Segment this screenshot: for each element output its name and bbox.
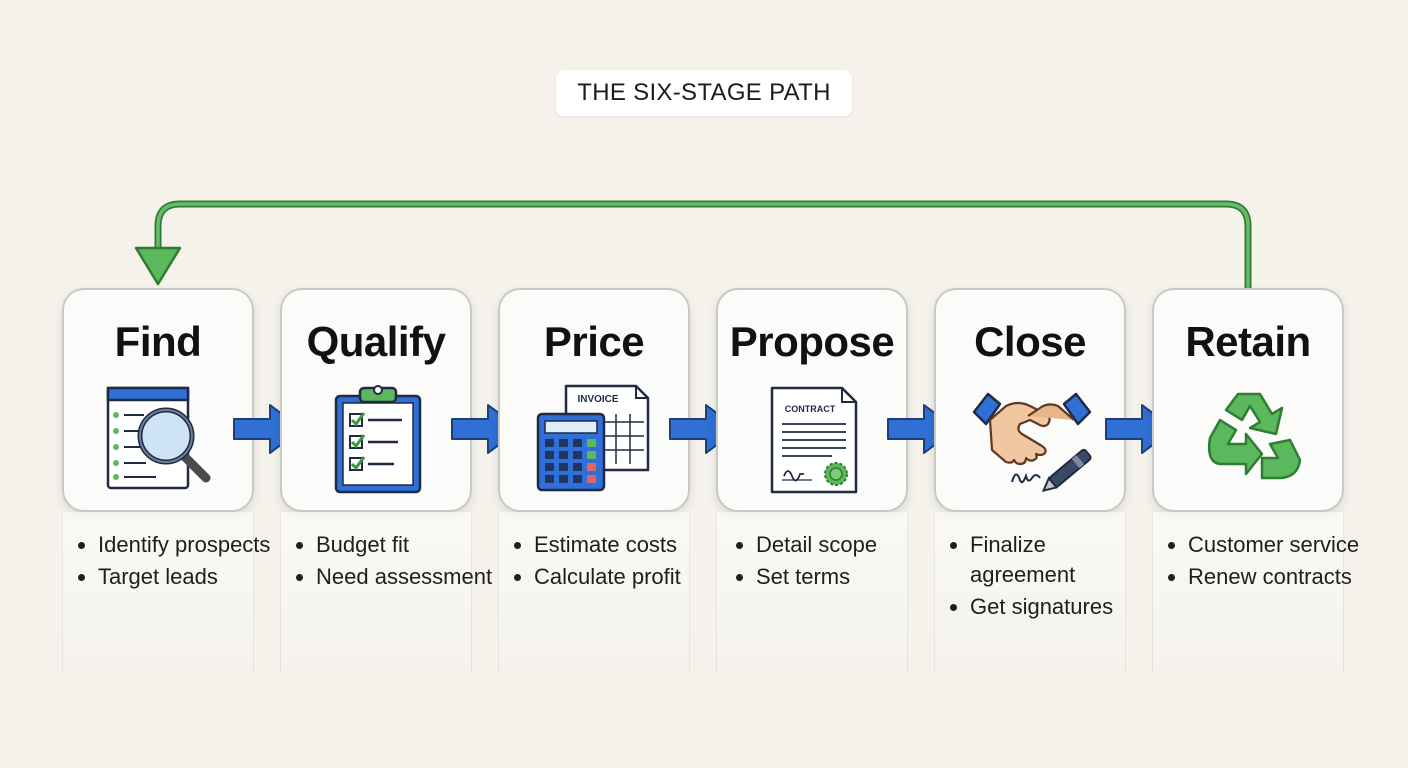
bullet-item: Budget fit [296,530,496,560]
recycle-icon [1207,392,1302,480]
clipboard-checklist-icon [334,385,422,494]
bullet-item: Renew contracts [1168,562,1368,592]
stage-title: Close [974,318,1086,365]
stage-card-price: Price INVOICE [498,288,690,512]
stage-bullets-propose: Detail scope Set terms [736,530,936,594]
stage-card-close: Close [934,288,1126,512]
stage-title: Qualify [306,318,446,365]
bullet-item: Calculate profit [514,562,714,592]
stage-card-propose: Propose CONTRACT [716,288,908,512]
stage-title: Price [543,318,645,365]
bullet-item: Need assessment [296,562,496,592]
stage-bullets-retain: Customer service Renew contracts [1168,530,1368,594]
stage-column-price [498,512,690,672]
stage-title: Retain [1185,318,1311,365]
bullet-item: Finalize agreement [950,530,1150,590]
stage-card-find: Find [62,288,254,512]
diagram-title: THE SIX-STAGE PATH [556,70,852,116]
stage-column-retain [1152,512,1344,672]
contract-label: CONTRACT [785,404,836,414]
stage-bullets-find: Identify prospects Target leads [78,530,278,594]
calculator-invoice-icon: INVOICE [536,384,650,492]
stage-column-propose [716,512,908,672]
loop-arrowhead [134,246,182,286]
stage-title: Propose [729,318,895,365]
stage-column-find [62,512,254,672]
bullet-item: Detail scope [736,530,936,560]
bullet-item: Identify prospects [78,530,278,560]
magnifier-list-icon [106,386,211,490]
stage-card-retain: Retain [1152,288,1344,512]
bullet-item: Get signatures [950,592,1150,622]
contract-document-icon: CONTRACT [770,386,858,494]
stage-column-close [934,512,1126,672]
stage-bullets-qualify: Budget fit Need assessment [296,530,496,594]
stage-card-qualify: Qualify [280,288,472,512]
stage-bullets-price: Estimate costs Calculate profit [514,530,714,594]
stage-bullets-close: Finalize agreement Get signatures [950,530,1150,624]
bullet-item: Estimate costs [514,530,714,560]
bullet-item: Target leads [78,562,278,592]
stage-column-qualify [280,512,472,672]
stage-title: Find [114,318,202,365]
invoice-label: INVOICE [577,394,618,405]
bullet-item: Set terms [736,562,936,592]
bullet-item: Customer service [1168,530,1368,560]
handshake-pen-icon [972,392,1092,493]
